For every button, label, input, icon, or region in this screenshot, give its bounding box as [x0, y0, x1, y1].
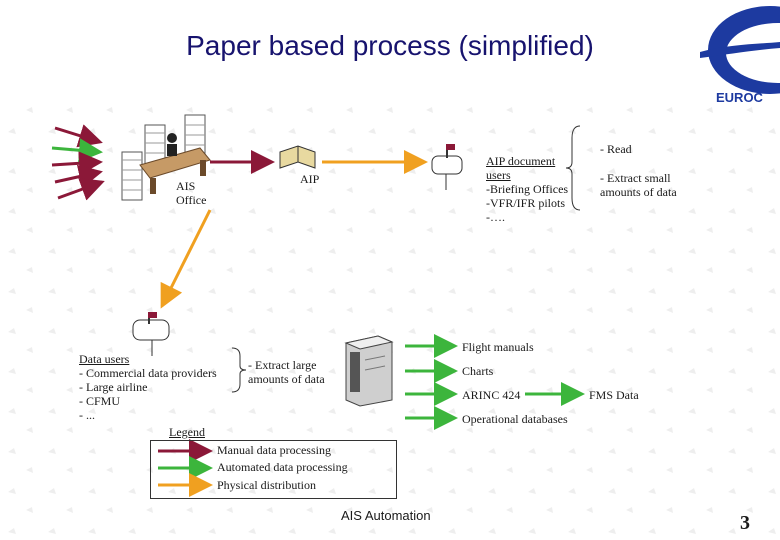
incoming-manual-arrow	[54, 124, 103, 148]
data-users-item: - ...	[79, 408, 95, 422]
ais-office-line1: AIS	[176, 179, 196, 193]
legend-box	[150, 440, 397, 499]
aip-action-read: - Read	[600, 142, 632, 156]
incoming-arrows	[51, 124, 105, 201]
aip-users-item: -….	[486, 210, 505, 224]
aip-book-icon	[279, 145, 316, 169]
footer-label: AIS Automation	[341, 508, 431, 523]
data-users-heading: Data users	[79, 352, 130, 366]
mailbox-icon	[431, 144, 463, 190]
data-users-distribution-arrow	[160, 209, 212, 309]
data-users-item: - Large airline	[79, 380, 148, 394]
page-number: 3	[740, 512, 750, 534]
legend-item-automated: Automated data processing	[217, 460, 348, 474]
operational-databases-label: Operational databases	[462, 412, 568, 426]
ais-office-label: AIS Office	[176, 179, 206, 207]
data-users-block: Data users - Commercial data providers -…	[79, 352, 217, 422]
ais-office-line2: Office	[176, 193, 207, 207]
aip-users-block: AIP document users -Briefing Offices -VF…	[486, 154, 571, 224]
ais-office-illustration	[121, 114, 211, 201]
mailbox-icon	[132, 312, 170, 356]
legend-title: Legend	[169, 425, 205, 439]
extract-large-label: - Extract large amounts of data	[248, 358, 325, 386]
data-users-item: - Commercial data providers	[79, 366, 217, 380]
legend-item-manual: Manual data processing	[217, 443, 331, 457]
charts-label: Charts	[462, 364, 494, 378]
arinc-label: ARINC 424	[462, 388, 521, 402]
aip-users-item: -VFR/IFR pilots	[486, 196, 566, 210]
legend-item-physical: Physical distribution	[217, 478, 316, 492]
aip-users-item: -Briefing Offices	[486, 182, 569, 196]
fms-data-label: FMS Data	[589, 388, 639, 402]
aip-actions-brace	[565, 125, 581, 211]
aip-users-heading: AIP document users	[486, 154, 556, 182]
incoming-automated-arrow	[51, 138, 103, 163]
data-users-item: - CFMU	[79, 394, 121, 408]
data-users-brace	[231, 347, 247, 393]
flight-manuals-label: Flight manuals	[462, 340, 534, 354]
eurocontrol-logo: EUROC	[700, 0, 780, 105]
aip-label: AIP	[300, 172, 320, 186]
aip-action-extract: - Extract small amounts of data	[600, 171, 677, 199]
logo-text: EUROC	[716, 90, 763, 105]
page-title: Paper based process (simplified)	[186, 30, 594, 61]
incoming-manual-arrow	[51, 151, 103, 176]
server-computer-icon	[344, 335, 394, 407]
incoming-manual-arrow	[57, 177, 105, 201]
incoming-manual-arrow	[54, 164, 103, 189]
